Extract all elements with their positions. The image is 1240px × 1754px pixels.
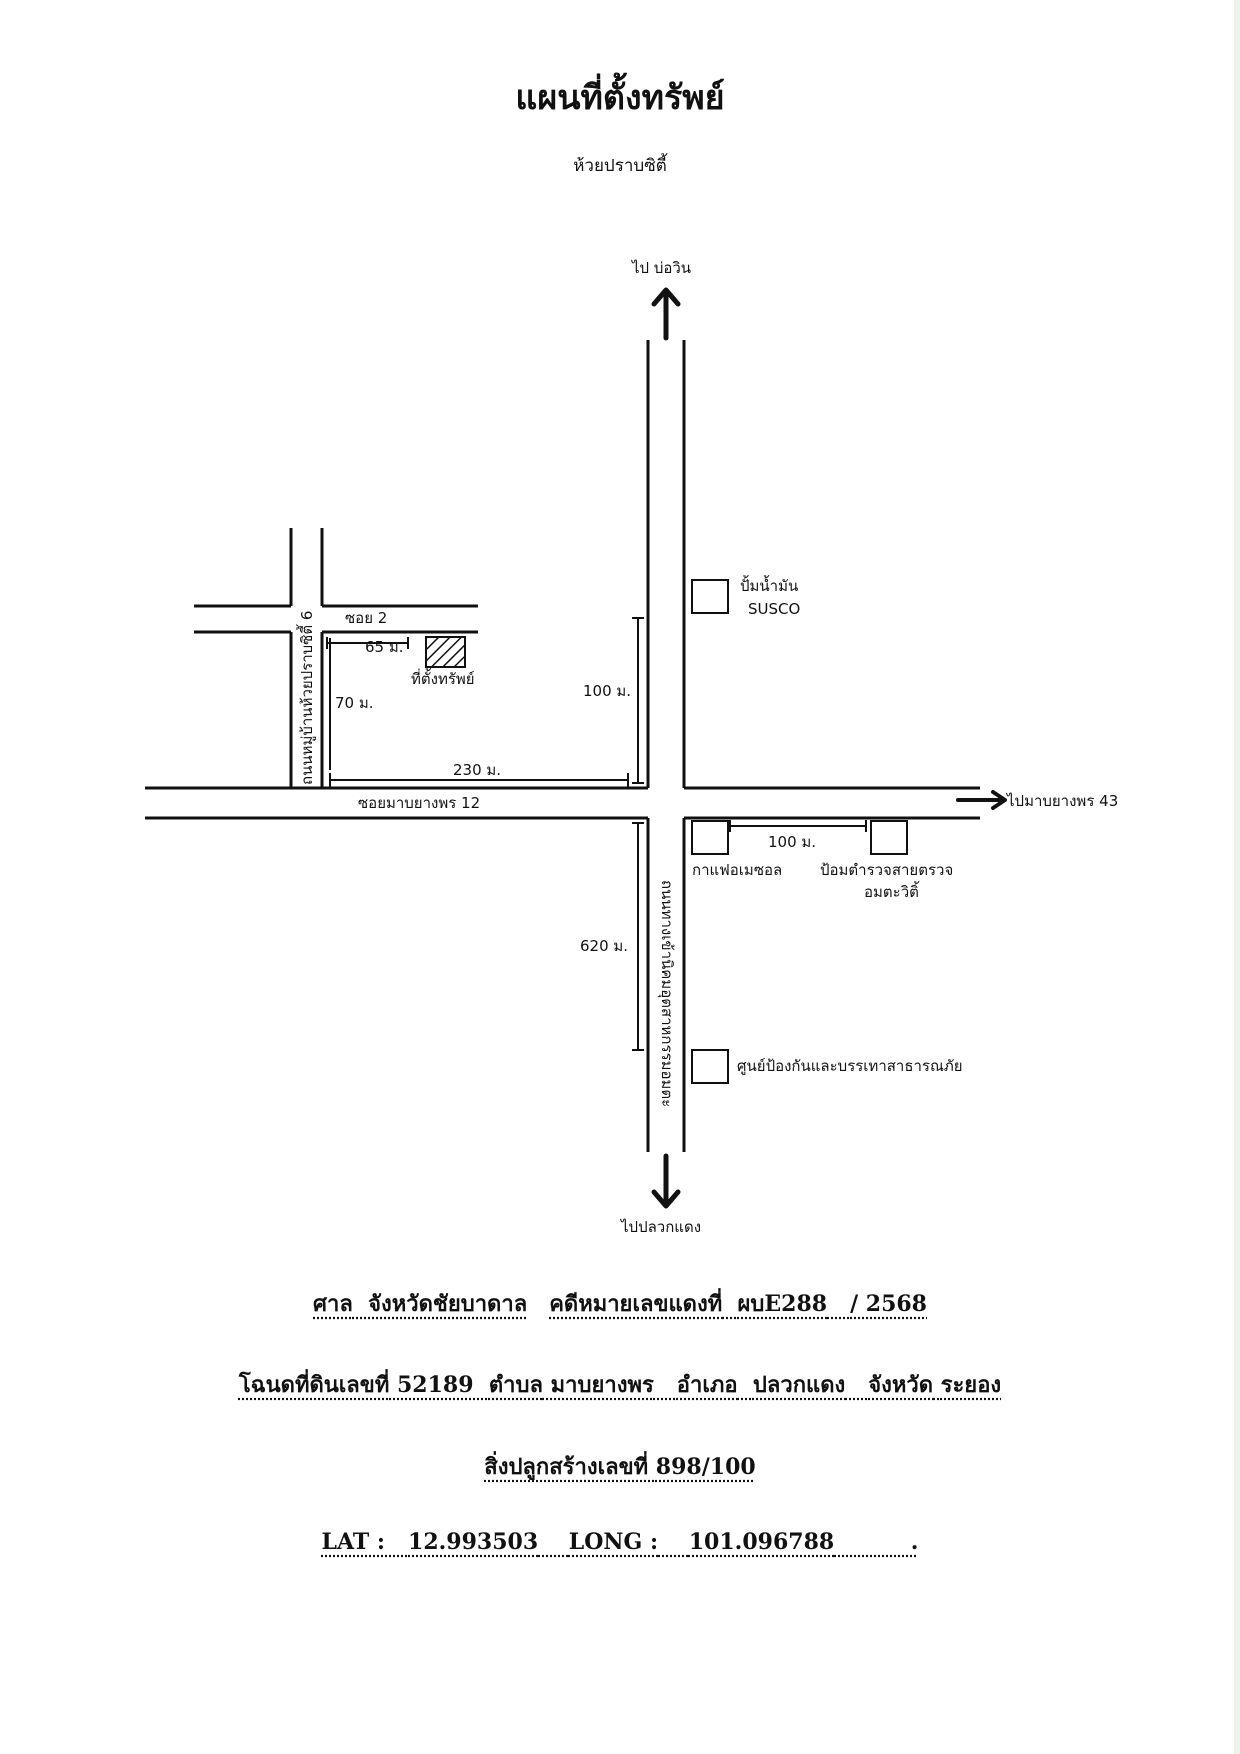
main-road-label: ถนนทางเข้านิคมอุตสาหกรรมอมตะ: [657, 880, 676, 1107]
province-label: จังหวัด: [868, 1372, 933, 1398]
north-direction-label: ไป บ่อวิน: [631, 259, 691, 277]
south-direction-label: ไปปลวกแดง: [620, 1218, 701, 1236]
end-mark: .: [910, 1529, 919, 1555]
cross-road-label: ซอยมาบยางพร 12: [358, 794, 480, 812]
district-label: อำเภอ: [676, 1372, 738, 1398]
building-number: 898/100: [655, 1454, 756, 1480]
dist-100-east-label: 100 ม.: [768, 833, 816, 851]
north-arrow-icon: [651, 287, 681, 341]
court-label: ศาล: [313, 1291, 353, 1317]
deed-number: 52189: [397, 1372, 474, 1398]
case-number: ผบE288: [737, 1291, 828, 1317]
case-label: คดีหมายเลขแดงที่: [549, 1291, 723, 1317]
page-title: แผนที่ตั้งทรัพย์: [515, 78, 725, 118]
village-road-label: ถนนหมู่บ้านห้วยปราบซิตี้ 6: [296, 611, 316, 785]
page-edge: [1234, 0, 1240, 1754]
province-value: ระยอง: [940, 1372, 1002, 1398]
dist-65-label: 65 ม.: [365, 638, 404, 656]
building-line: สิ่งปลูกสร้างเลขที่ 898/100: [0, 1449, 1240, 1484]
police-label-2: อมตะวิติ้: [864, 881, 920, 901]
page-subtitle: ห้วยปราบซิตี้: [573, 156, 667, 176]
dist-100-north-label: 100 ม.: [583, 682, 631, 700]
subdistrict-label: ตำบล: [488, 1372, 543, 1398]
disaster-center-box: [691, 1049, 729, 1084]
long-value: 101.096788: [688, 1529, 835, 1555]
dim-230m: [329, 773, 629, 787]
gas-station-brand-label: SUSCO: [748, 600, 800, 618]
building-label: สิ่งปลูกสร้างเลขที่: [484, 1454, 649, 1480]
police-label: ป้อมตำรวจสายตรวจ: [820, 861, 953, 879]
soi2-label: ซอย 2: [345, 609, 387, 627]
subdistrict-value: มาบยางพร: [550, 1372, 654, 1398]
dist-70-label: 70 ม.: [335, 694, 374, 712]
deed-line: โฉนดที่ดินเลขที่ 52189 ตำบล มาบยางพร อำเ…: [0, 1367, 1240, 1402]
gas-station-label: ปั้มน้ำมัน: [740, 575, 798, 595]
disaster-center-label: ศูนย์ป้องกันและบรรเทาสาธารณภัย: [737, 1057, 963, 1075]
dim-620m: [632, 822, 644, 1051]
south-arrow-icon: [651, 1153, 681, 1209]
gas-station-box: [691, 579, 729, 614]
east-arrow-icon: [956, 790, 1007, 810]
dist-230-label: 230 ม.: [453, 761, 501, 779]
district-value: ปลวกแดง: [752, 1372, 846, 1398]
dist-620-label: 620 ม.: [580, 937, 628, 955]
property-label: ที่ตั้งทรัพย์: [411, 668, 475, 688]
dim-100m-north: [632, 617, 644, 784]
court-value: จังหวัดชัยบาดาล: [368, 1291, 528, 1317]
cafe-box: [691, 820, 729, 855]
east-direction-label: ไปมาบยางพร 43: [1006, 792, 1118, 810]
lat-label: LAT :: [321, 1529, 386, 1555]
deed-label: โฉนดที่ดินเลขที่: [238, 1372, 390, 1398]
case-year: / 2568: [850, 1291, 927, 1317]
court-line: ศาล จังหวัดชัยบาดาล คดีหมายเลขแดงที่ ผบE2…: [0, 1286, 1240, 1321]
police-box-icon: [870, 820, 908, 855]
long-label: LONG :: [568, 1529, 659, 1555]
dim-100m-east: [729, 820, 867, 832]
coordinates-line: LAT : 12.993503 LONG : 101.096788 .: [0, 1529, 1240, 1555]
property-marker: [425, 636, 466, 668]
lat-value: 12.993503: [408, 1529, 539, 1555]
dim-65m: [326, 637, 409, 649]
cafe-label: กาแฟอเมซอล: [692, 861, 782, 879]
